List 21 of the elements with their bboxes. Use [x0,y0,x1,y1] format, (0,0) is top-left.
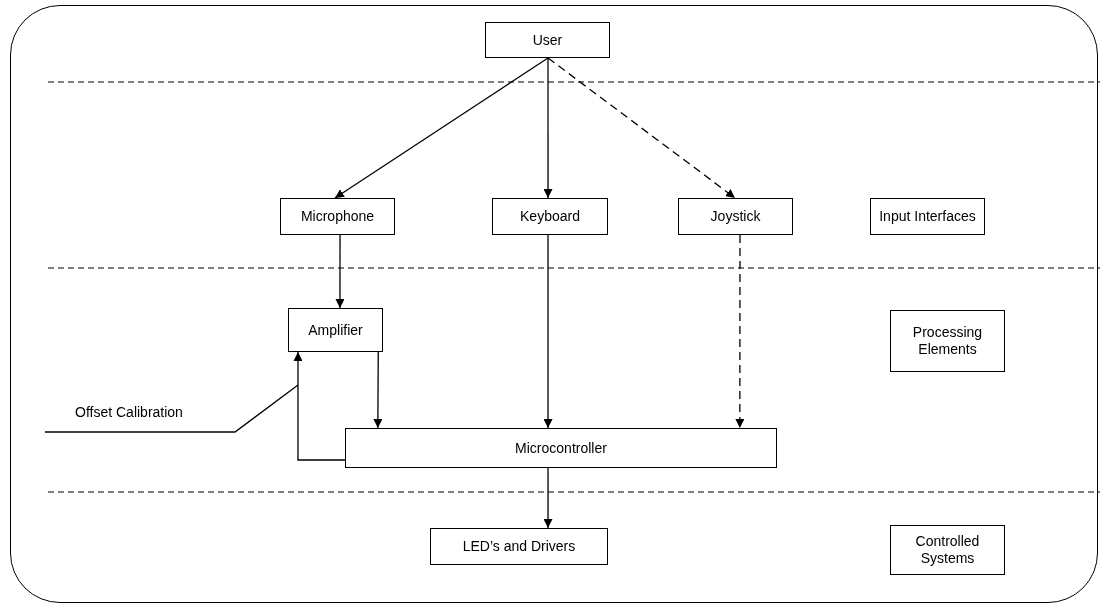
arrow [293,351,346,461]
process-box: Input Interfaces [870,198,985,235]
leader-line [44,384,299,433]
process-box: Controlled Systems [890,525,1005,575]
process-box: LED’s and Drivers [430,528,608,565]
arrow [335,234,345,309]
arrow [543,57,553,199]
process-box: Processing Elements [890,310,1005,372]
arrow [543,234,553,429]
process-box: Keyboard [492,198,608,235]
process-box: User [485,22,610,58]
arrow [334,57,549,199]
arrow [547,57,736,199]
process-box: Microphone [280,198,395,235]
callout-text: Offset Calibration [45,398,245,432]
process-box: Joystick [678,198,793,235]
arrow [735,234,745,429]
process-box: Amplifier [288,308,383,352]
arrow [543,467,553,529]
arrow [373,351,383,429]
process-box: Microcontroller [345,428,777,468]
